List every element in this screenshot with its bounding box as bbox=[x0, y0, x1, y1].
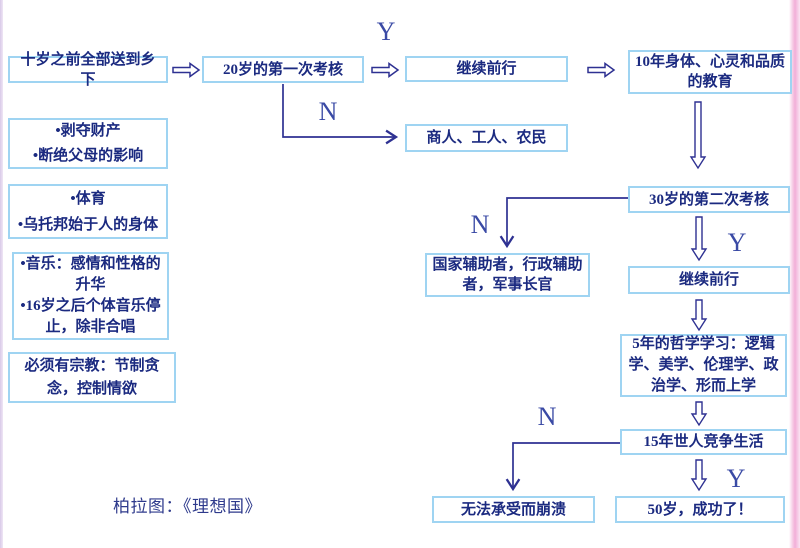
box-collapse: 无法承受而崩溃 bbox=[432, 496, 595, 523]
hollow-arrow-philosophy-to-compete bbox=[690, 401, 708, 427]
label-yes-exam20: Y bbox=[376, 17, 396, 46]
box-sports: •体育 •乌托邦始于人的身体 bbox=[8, 184, 168, 239]
label-no-compete: N bbox=[537, 402, 557, 431]
bullet-line: •断绝父母的影响 bbox=[32, 147, 144, 164]
block-arrow-exam20-to-continue bbox=[371, 62, 400, 78]
bullet-line: •剥夺财产 bbox=[55, 122, 121, 139]
box-compete15: 15年世人竞争生活 bbox=[620, 429, 787, 455]
box-continue-20: 继续前行 bbox=[405, 56, 568, 82]
bullet-line: •体育 bbox=[70, 190, 106, 207]
box-music: •音乐：感情和性格的升华 •16岁之后个体音乐停止，除非合唱 bbox=[12, 252, 169, 340]
box-continue-30: 继续前行 bbox=[628, 266, 790, 294]
box-text: 继续前行 bbox=[678, 272, 739, 288]
label-no-exam30: N bbox=[470, 210, 490, 239]
box-exam20: 20岁的第一次考核 bbox=[202, 56, 364, 83]
box-deprive-property: •剥夺财产 •断绝父母的影响 bbox=[8, 118, 168, 169]
left-edge-stripe bbox=[0, 0, 3, 548]
box-text: 国家辅助者，行政辅助者，军事长官 bbox=[432, 257, 583, 293]
n-arrow-exam20-to-workers bbox=[282, 84, 399, 145]
box-workers: 商人、工人、农民 bbox=[405, 124, 568, 152]
box-text: 30岁的第二次考核 bbox=[648, 191, 769, 208]
box-exam30: 30岁的第二次考核 bbox=[628, 186, 790, 213]
box-philosophy: 5年的哲学学习：逻辑学、美学、伦理学、政治学、形而上学 bbox=[620, 334, 787, 397]
box-countryside: 十岁之前全部送到乡下 bbox=[8, 52, 168, 88]
box-text: 15年世人竞争生活 bbox=[643, 434, 764, 450]
bullet-line: •音乐：感情和性格的升华 bbox=[20, 256, 161, 293]
right-edge-stripe bbox=[789, 0, 800, 548]
label-yes-exam30: Y bbox=[727, 228, 747, 257]
block-arrow-countryside-to-exam20 bbox=[172, 62, 201, 78]
box-text: 10年身体、心灵和品质的教育 bbox=[634, 54, 785, 90]
box-text: 十岁之前全部送到乡下 bbox=[20, 51, 156, 88]
hollow-arrow-compete-to-success bbox=[690, 459, 708, 492]
box-text: 继续前行 bbox=[456, 61, 517, 77]
hollow-arrow-edu10-to-exam30 bbox=[689, 101, 707, 170]
hollow-arrow-exam30-to-continue bbox=[690, 216, 708, 262]
label-yes-compete: Y bbox=[726, 464, 746, 493]
box-edu10: 10年身体、心灵和品质的教育 bbox=[628, 50, 792, 94]
box-text: 20岁的第一次考核 bbox=[222, 61, 343, 78]
label-no-exam20: N bbox=[318, 97, 338, 126]
box-religion: 必须有宗教：节制贪念，控制情欲 bbox=[8, 352, 176, 403]
box-text: 商人、工人、农民 bbox=[426, 130, 547, 146]
n-arrow-exam30-to-assistants bbox=[499, 197, 628, 249]
block-arrow-continue-to-edu10 bbox=[587, 62, 616, 78]
box-text: 无法承受而崩溃 bbox=[460, 501, 566, 518]
box-text: 5年的哲学学习：逻辑学、美学、伦理学、政治学、形而上学 bbox=[628, 336, 779, 394]
box-text: 必须有宗教：节制贪念，控制情欲 bbox=[24, 357, 160, 397]
slide-caption: 柏拉图：《理想国》 bbox=[113, 497, 262, 516]
box-text: 50岁，成功了！ bbox=[647, 501, 753, 518]
n-arrow-compete-to-collapse bbox=[505, 442, 620, 492]
box-assistants: 国家辅助者，行政辅助者，军事长官 bbox=[425, 253, 590, 297]
hollow-arrow-continue-to-philosophy bbox=[690, 299, 708, 332]
bullet-line: •16岁之后个体音乐停止，除非合唱 bbox=[20, 298, 161, 335]
bullet-line: •乌托邦始于人的身体 bbox=[17, 216, 159, 233]
box-success50: 50岁，成功了！ bbox=[615, 496, 785, 523]
